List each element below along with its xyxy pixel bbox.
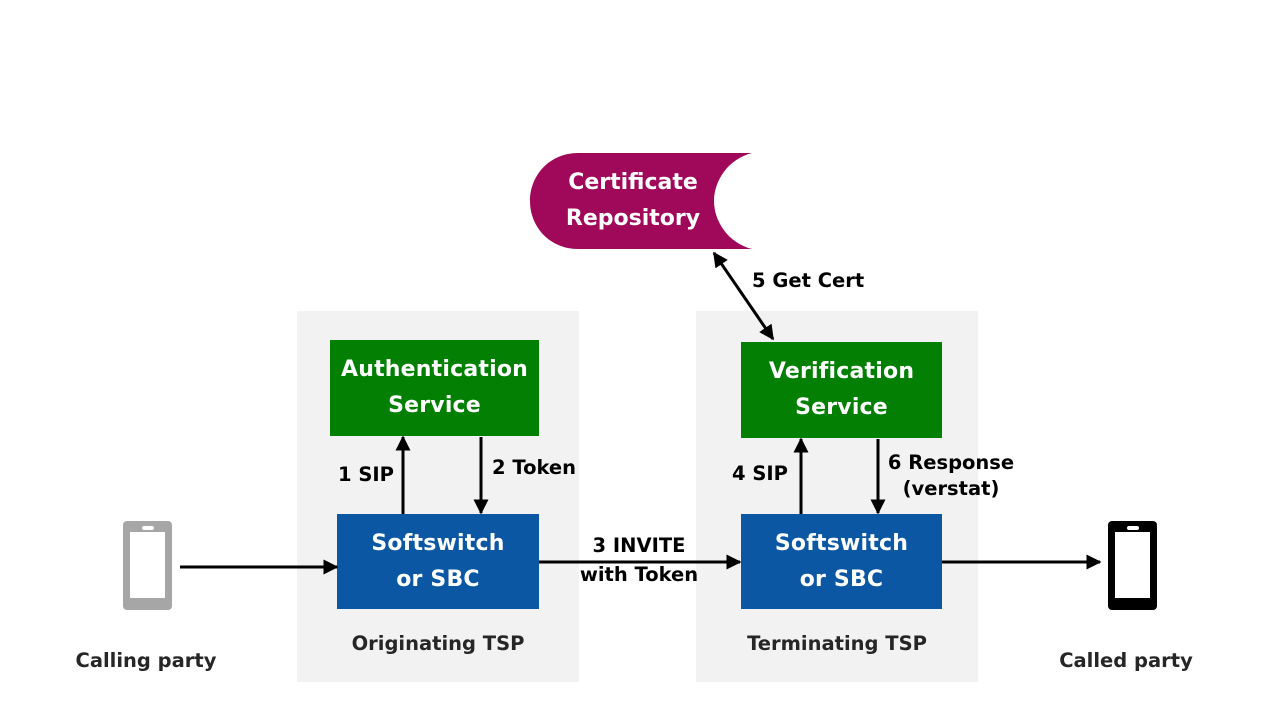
authentication-service-line-2: Service bbox=[388, 393, 481, 418]
arrow-step-5-get-cert bbox=[712, 251, 775, 341]
phone-speaker bbox=[1127, 526, 1139, 530]
phone-screen bbox=[130, 532, 165, 598]
originating-tsp-caption: Originating TSP bbox=[351, 632, 525, 655]
verification-service-line-1: Verification bbox=[768, 359, 915, 384]
verification-service-box: Verification Service bbox=[741, 342, 942, 438]
originating-softswitch-line-1: Softswitch bbox=[371, 530, 505, 556]
authentication-service-line-1: Authentication bbox=[340, 357, 529, 382]
terminating-softswitch-line-2: or SBC bbox=[799, 566, 884, 592]
terminating-tsp-caption: Terminating TSP bbox=[747, 632, 927, 655]
phone-screen bbox=[1115, 532, 1150, 598]
step-6-label-line-2: (verstat) bbox=[902, 477, 1000, 500]
called-party-caption: Called party bbox=[1059, 649, 1193, 672]
certificate-repository-shape bbox=[530, 153, 752, 249]
step-4-label: 4 SIP bbox=[732, 462, 788, 485]
originating-softswitch-box: Softswitch or SBC bbox=[337, 514, 539, 609]
step-3-label: 3 INVITE with Token bbox=[566, 533, 712, 588]
step-3-label-line-2: with Token bbox=[579, 563, 699, 586]
certificate-repository-line-1: Certificate bbox=[568, 170, 698, 195]
terminating-softswitch-line-1: Softswitch bbox=[774, 530, 909, 556]
certificate-repository-line-2: Repository bbox=[565, 206, 701, 231]
step-5-label: 5 Get Cert bbox=[752, 269, 865, 292]
certificate-repository-fill bbox=[530, 153, 752, 249]
calling-party-caption: Calling party bbox=[75, 649, 217, 672]
terminating-softswitch-box: Softswitch or SBC bbox=[741, 514, 942, 609]
originating-softswitch-line-2: or SBC bbox=[396, 566, 480, 592]
verification-service-line-2: Service bbox=[795, 395, 888, 420]
called-party-smartphone-icon bbox=[1108, 521, 1157, 610]
phone-speaker bbox=[142, 526, 154, 530]
step-6-label-line-1: 6 Response bbox=[887, 451, 1015, 474]
step-1-label: 1 SIP bbox=[338, 463, 394, 486]
authentication-service-box: Authentication Service bbox=[330, 340, 539, 436]
step-3-label-line-1: 3 INVITE bbox=[592, 534, 686, 557]
calling-party-smartphone-icon bbox=[123, 521, 172, 610]
step-6-label: 6 Response (verstat) bbox=[880, 450, 1022, 502]
step-2-label: 2 Token bbox=[492, 456, 577, 479]
certificate-repository: Certificate Repository bbox=[548, 165, 718, 237]
